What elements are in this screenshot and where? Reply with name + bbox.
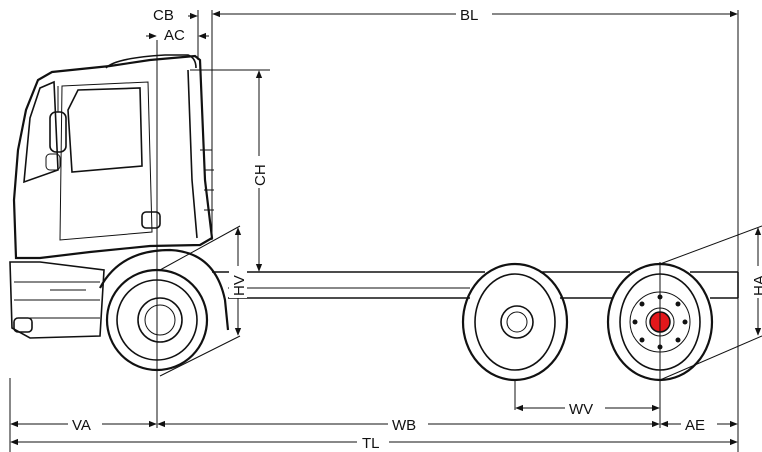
front-face	[9, 261, 105, 339]
step	[50, 289, 86, 301]
label-bl: BL	[460, 7, 478, 24]
label-wv: WV	[569, 401, 593, 418]
label-cb: CB	[153, 7, 174, 24]
truck-drawing	[9, 54, 739, 339]
door-handle	[141, 211, 161, 229]
door-outline	[59, 81, 153, 241]
cab-outline	[12, 54, 214, 260]
label-ac: AC	[164, 27, 185, 44]
label-tl: TL	[362, 435, 380, 452]
label-ha: HA	[751, 275, 762, 296]
windshield	[23, 80, 59, 184]
label-hv: HV	[231, 275, 248, 296]
front-mudguard	[99, 248, 230, 331]
cab-roof	[105, 54, 197, 69]
cab-rear	[187, 69, 198, 239]
label-ae: AE	[685, 417, 705, 434]
dimension-labels: CB AC BL CH HV HA VA WB WV AE TL	[68, 5, 762, 452]
label-wb: WB	[392, 417, 416, 434]
door-window	[67, 87, 143, 173]
extension-lines	[9, 10, 762, 452]
label-va: VA	[72, 417, 91, 434]
label-ch: CH	[252, 164, 269, 186]
headlight	[13, 317, 33, 333]
mirror	[49, 111, 67, 153]
mirror-lower	[45, 153, 61, 171]
middle-wheel	[461, 262, 569, 382]
